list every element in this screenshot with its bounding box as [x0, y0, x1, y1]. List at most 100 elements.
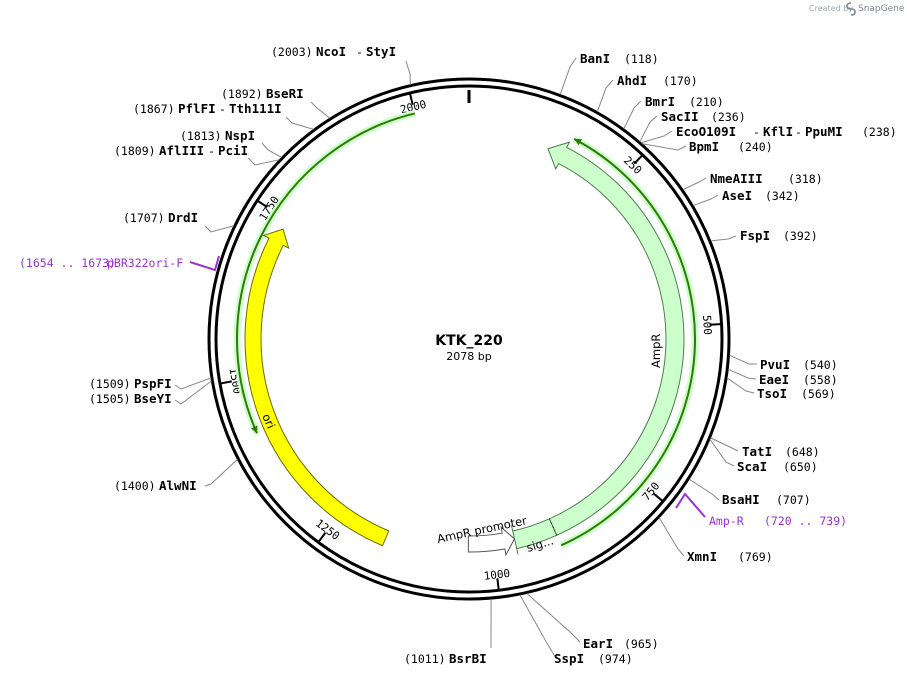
site-leader: [405, 60, 411, 85]
site-name: StyI: [366, 44, 396, 59]
site-name: PciI: [218, 143, 248, 158]
site-bsahi[interactable]: BsaHI (707): [722, 492, 811, 507]
tick-label: 1000: [483, 567, 511, 583]
site-name: ScaI: [737, 459, 767, 474]
site-name: NspI: [225, 128, 255, 143]
primer-amp-r[interactable]: Amp-R (720 .. 739): [709, 514, 847, 528]
plasmid-length: 2078 bp: [446, 350, 491, 363]
site-leader: [682, 177, 707, 191]
site-pvui[interactable]: PvuI (540): [760, 357, 838, 372]
site-name: SspI: [554, 651, 584, 666]
site-name: FspI: [740, 228, 770, 243]
tick-750: [653, 492, 663, 502]
site-ecoo109i-kfli-ppumi[interactable]: EcoO109I - KflI - PpuMI (238): [676, 124, 897, 139]
site-name: EaeI: [759, 372, 789, 387]
site-tsoi[interactable]: TsoI (569): [757, 386, 836, 401]
tick-1500: [220, 380, 232, 385]
tick-250: [633, 154, 643, 165]
site-bmri[interactable]: BmrI (210): [645, 94, 724, 109]
site-bseri[interactable]: (1892) BseRI: [221, 86, 304, 101]
site-name: AseI: [722, 188, 752, 203]
site-nmeaiii[interactable]: NmeAIII (318): [710, 171, 823, 186]
site-position: (170): [663, 74, 698, 88]
site-leader: [726, 377, 755, 394]
site-position: (1892): [221, 87, 263, 101]
site-sacii[interactable]: SacII (236): [661, 109, 746, 124]
site-nspi[interactable]: (1813) NspI: [180, 128, 255, 143]
site-ahdi[interactable]: AhdI (170): [617, 73, 698, 88]
site-xmni[interactable]: XmnI (769): [687, 549, 773, 564]
site-pspfi[interactable]: (1509) PspFI: [89, 376, 172, 391]
ampr-arrow[interactable]: [547, 141, 685, 536]
site-name: NmeAIII: [710, 171, 763, 186]
primer-binding-arcs: [189, 110, 706, 549]
site-name: AhdI: [617, 73, 647, 88]
site-name: EcoO109I: [676, 124, 736, 139]
site-eari[interactable]: EarI (965): [583, 636, 659, 651]
feature-ori[interactable]: ori: [244, 228, 390, 547]
site-leader: [639, 115, 658, 142]
site-bani[interactable]: BanI (118): [580, 51, 659, 66]
primer-range: (1654 .. 1673): [19, 256, 116, 270]
ampr-promoter-arrow[interactable]: [467, 525, 516, 557]
primer-name: pBR322ori-F: [107, 256, 183, 270]
primer-pbr322ori-f[interactable]: (1654 .. 1673) pBR322ori-F: [19, 256, 183, 270]
site-position: (392): [783, 229, 818, 243]
primer-binding-amp: [560, 138, 696, 547]
site-position: (342): [765, 189, 800, 203]
primer-binding-ori: [236, 112, 416, 434]
ori-arrow[interactable]: [244, 228, 390, 547]
primer-tick-amp-r: [675, 492, 706, 518]
site-leader: [709, 439, 735, 467]
site-position: (650): [783, 460, 818, 474]
site-scai[interactable]: ScaI (650): [737, 459, 818, 474]
site-pflfi-tth111i[interactable]: (1867) PflFI - Tth111I: [133, 101, 282, 116]
site-name: BanI: [580, 51, 610, 66]
site-asei[interactable]: AseI (342): [722, 188, 800, 203]
site-name: PspFI: [134, 376, 172, 391]
tick-label: 500: [700, 315, 714, 336]
site-leader: [596, 79, 614, 112]
site-eaei[interactable]: EaeI (558): [759, 372, 838, 387]
site-fspi[interactable]: FspI (392): [740, 228, 818, 243]
signal-sequence-box[interactable]: [510, 518, 558, 555]
tick-1750: [257, 200, 268, 208]
site-bpmi[interactable]: BpmI (240): [689, 139, 773, 154]
site-name: KflI: [763, 124, 793, 139]
feature-ampr[interactable]: AmpR: [547, 141, 685, 536]
snapgene-brand: SnapGene: [858, 4, 905, 14]
site-name: BseRI: [266, 86, 304, 101]
site-tati[interactable]: TatI (648): [742, 444, 820, 459]
site-name: BmrI: [645, 94, 675, 109]
site-position: (236): [711, 110, 746, 124]
site-alwni[interactable]: (1400) AlwNI: [114, 478, 197, 493]
site-ncoi-styi[interactable]: (2003) NcoI - StyI: [271, 44, 396, 59]
site-leader: [640, 130, 673, 144]
signal-sequence-end: [548, 518, 558, 536]
site-position: (318): [788, 172, 823, 186]
tick-2000: [409, 93, 414, 105]
site-leader: [728, 368, 757, 380]
tick-1000: [496, 578, 500, 590]
site-position: (210): [689, 95, 724, 109]
site-drdi[interactable]: (1707) DrdI: [123, 210, 198, 225]
tick-1250: [318, 531, 327, 543]
primer-arrowhead: [574, 138, 582, 146]
site-name: DrdI: [168, 210, 198, 225]
site-name: AlwNI: [159, 478, 197, 493]
site-bseyi[interactable]: (1505) BseYI: [89, 391, 172, 406]
site-position: (1867): [133, 102, 175, 116]
site-position: (118): [624, 52, 659, 66]
site-afliii-pcii[interactable]: (1809) AflIII - PciI: [114, 143, 248, 158]
site-leader: [204, 225, 235, 233]
site-name: XmnI: [687, 549, 717, 564]
site-name: NcoI: [316, 44, 346, 59]
site-leader: [693, 194, 719, 207]
site-bsrbi[interactable]: (1011) BsrBI: [404, 651, 487, 666]
site-leader: [285, 116, 314, 130]
site-position: (707): [776, 493, 811, 507]
site-name: BsrBI: [449, 651, 487, 666]
site-sspi[interactable]: SspI (974): [554, 651, 633, 666]
site-position: (1809): [114, 144, 156, 158]
primer-tick-pbr322ori-f: [189, 255, 220, 272]
